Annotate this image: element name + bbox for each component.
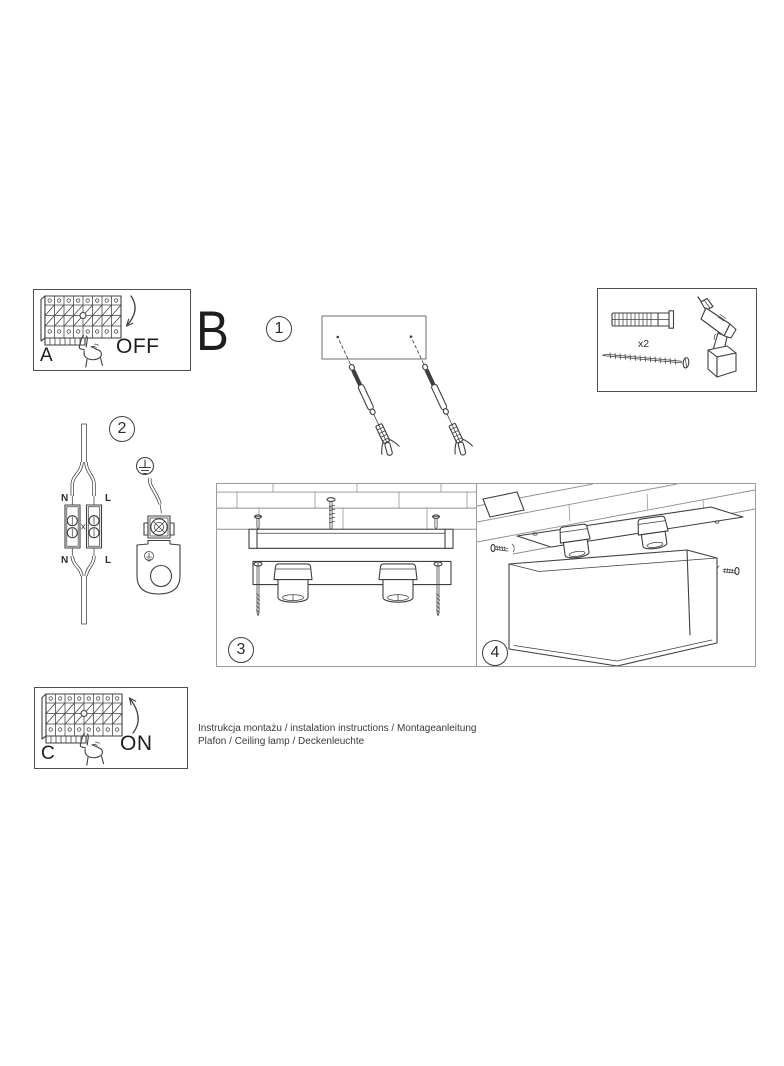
drill-icon [697, 296, 737, 378]
circuit-breaker-icon [40, 295, 122, 368]
neutral-bottom-label: N [61, 555, 68, 566]
ceiling-plate-outline [321, 315, 427, 360]
lamp-shade-box [508, 549, 718, 666]
circuit-breaker-on-illustration [41, 693, 139, 766]
wall-plug-icon [611, 310, 675, 329]
mounting-bracket [248, 528, 454, 549]
shade-mounting-illustration [477, 484, 755, 666]
terminal-block-icon [64, 504, 103, 549]
included-parts-box: x2 [597, 288, 757, 392]
ground-wire-icon [148, 477, 162, 514]
side-screw-icon [490, 543, 515, 553]
panel-c-label: C [41, 743, 55, 764]
arrow-down-icon [125, 295, 136, 327]
parts-illustration: x2 [602, 296, 737, 378]
ceiling-planks-perspective [477, 484, 755, 555]
mains-cable-icon [70, 423, 96, 506]
wiring-illustration: N L N L [61, 423, 181, 625]
circuit-breaker-off-illustration [40, 295, 136, 368]
lamp-socket-icon [273, 563, 313, 603]
lamp-socket-icon [378, 563, 418, 603]
caption: Instrukcja montażu / instalation instruc… [198, 722, 477, 748]
lamp-socket-icon [559, 523, 591, 559]
step-3-frame: 3 [216, 483, 477, 667]
anchor-quantity-label: x2 [638, 338, 649, 350]
screw-icon [602, 352, 690, 369]
step-3-number: 3 [236, 641, 246, 658]
fixing-screw-icon [253, 561, 263, 617]
step-4-frame: 4 [476, 483, 756, 667]
step-2-badge: 2 [109, 416, 135, 442]
fixing-screw-icon [433, 561, 443, 617]
ground-terminal-icon [143, 515, 175, 539]
step-2-number: 2 [117, 420, 127, 437]
bracket-mounting-illustration [217, 484, 476, 617]
ground-symbol-icon [135, 456, 155, 476]
step-1-badge: 1 [266, 316, 292, 342]
caption-line-2: Plafon / Ceiling lamp / Deckenleuchte [198, 736, 365, 747]
lamp-cable-icon [70, 547, 96, 625]
plate-screw-dot [532, 532, 538, 536]
neutral-top-label: N [61, 493, 68, 504]
wall-anchor-icon [403, 335, 475, 458]
lamp-socket-icon [637, 515, 669, 550]
section-letter: B [196, 299, 229, 362]
step-1-number: 1 [274, 320, 284, 337]
step-3-badge: 3 [228, 637, 254, 663]
power-off-panel: A OFF [33, 289, 191, 371]
arrow-up-icon [128, 697, 139, 734]
wall-anchor-icon [330, 336, 402, 458]
live-bottom-label: L [105, 555, 111, 566]
ceiling-drilling-illustration [321, 315, 475, 458]
power-on-label: ON [120, 732, 153, 755]
caption-line-1: Instrukcja montażu / instalation instruc… [198, 723, 477, 734]
power-on-panel: C ON [34, 687, 188, 769]
step-4-badge: 4 [482, 640, 508, 666]
ceiling-screw-icon [254, 514, 440, 530]
center-screw-icon [326, 497, 336, 531]
live-top-label: L [105, 493, 111, 504]
mounting-ring-icon [136, 539, 181, 595]
plate-screw-dot [714, 520, 720, 524]
side-screw-icon [716, 565, 740, 576]
power-off-label: OFF [116, 335, 160, 358]
step-4-number: 4 [490, 644, 500, 661]
panel-a-label: A [40, 345, 53, 366]
